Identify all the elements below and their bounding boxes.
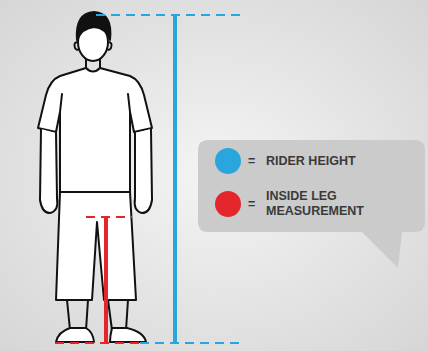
hair bbox=[77, 12, 111, 40]
shorts bbox=[56, 192, 136, 300]
inseam-line bbox=[104, 217, 108, 343]
height-bottom-guide bbox=[140, 342, 245, 344]
height-line bbox=[173, 15, 177, 343]
left-arm bbox=[40, 129, 57, 213]
legend-label: INSIDE LEG MEASUREMENT bbox=[266, 189, 370, 219]
legend-swatch bbox=[215, 148, 241, 174]
rider-figure bbox=[38, 12, 152, 342]
legend-label: RIDER HEIGHT bbox=[266, 154, 370, 169]
ears bbox=[74, 42, 111, 50]
legend-swatch bbox=[215, 191, 241, 217]
callout-bubble bbox=[198, 140, 425, 268]
shirt-crease bbox=[60, 94, 130, 112]
legs bbox=[67, 300, 128, 330]
height-top-guide bbox=[96, 14, 245, 16]
inseam-top-guide bbox=[86, 216, 132, 218]
equals-sign: = bbox=[248, 154, 255, 169]
right-shoe bbox=[110, 328, 146, 342]
equals-sign: = bbox=[248, 197, 255, 212]
left-shoe bbox=[56, 328, 94, 342]
right-arm bbox=[135, 129, 152, 213]
inseam-bottom-guide bbox=[55, 342, 140, 344]
